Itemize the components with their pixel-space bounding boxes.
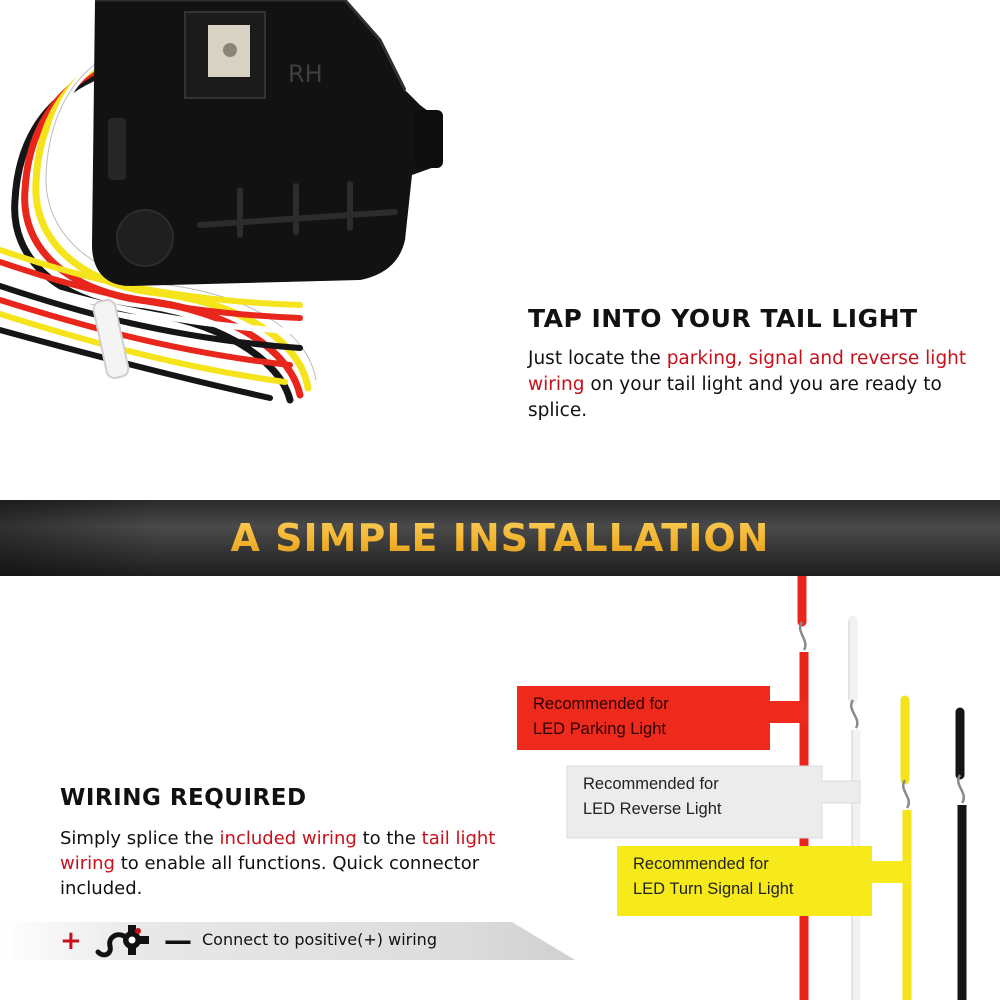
tail-light-housing-photo: RH	[0, 0, 443, 411]
banner-title: A SIMPLE INSTALLATION	[0, 500, 1000, 576]
wiring-body-text-end: to enable all functions. Quick connector…	[60, 853, 480, 899]
connect-instruction: Connect to positive(+) wiring	[202, 930, 437, 949]
installation-banner	[0, 500, 1000, 576]
minus-sign: —	[164, 924, 192, 957]
tap-body-highlight: parking, signal and reverse light wiring	[528, 348, 967, 395]
wiring-body-highlight-included: included wiring	[219, 828, 357, 849]
yellow-wire	[900, 695, 912, 1000]
wiring-body-text: Simply splice the	[60, 828, 220, 849]
wiring-description: Simply splice the included wiring to the…	[60, 826, 520, 901]
tag-reverse-label: Recommended for LED Reverse Light	[583, 772, 722, 822]
wire-illustration	[517, 576, 967, 1000]
tag-parking-label: Recommended for LED Parking Light	[533, 692, 669, 742]
tag-parking-light	[517, 686, 808, 750]
tag-reverse-line2: LED Reverse Light	[583, 800, 722, 818]
banner-shade	[0, 500, 160, 576]
connect-strip	[0, 922, 575, 960]
tap-description: Just locate the parking, signal and reve…	[528, 346, 968, 424]
tag-turn-label: Recommended for LED Turn Signal Light	[633, 852, 794, 902]
wiring-body-text-mid: to the	[356, 828, 422, 849]
tap-body-text-end: on your tail light and you are ready to …	[528, 374, 942, 421]
tap-heading: TAP INTO YOUR TAIL LIGHT	[528, 304, 918, 333]
wiring-heading: WIRING REQUIRED	[60, 785, 307, 811]
tag-turn-line2: LED Turn Signal Light	[633, 880, 794, 898]
tag-turn-line1: Recommended for	[633, 855, 769, 873]
rh-label: RH	[288, 60, 323, 88]
tap-body-text: Just locate the	[528, 348, 667, 369]
tag-reverse-line1: Recommended for	[583, 775, 719, 793]
white-wire	[848, 615, 861, 1000]
black-wire	[955, 707, 967, 1000]
tag-turn-signal-light	[617, 846, 910, 916]
tag-parking-line2: LED Parking Light	[533, 720, 666, 738]
quick-connector-icon	[95, 925, 149, 958]
tag-reverse-light	[566, 765, 861, 839]
plus-sign: +	[60, 926, 82, 956]
wiring-body-highlight-tail: tail light wiring	[60, 828, 496, 874]
tag-parking-line1: Recommended for	[533, 695, 669, 713]
